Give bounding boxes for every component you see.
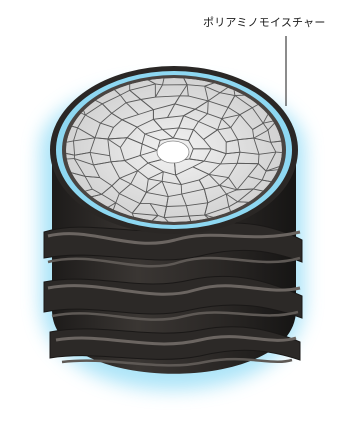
medulla-pore (157, 141, 189, 163)
cell-wall-line (181, 185, 182, 195)
cell-wall-line (208, 101, 209, 114)
polyamino-moisture-label: ポリアミノモイスチャー (203, 14, 326, 30)
cell-wall-line (221, 163, 238, 164)
